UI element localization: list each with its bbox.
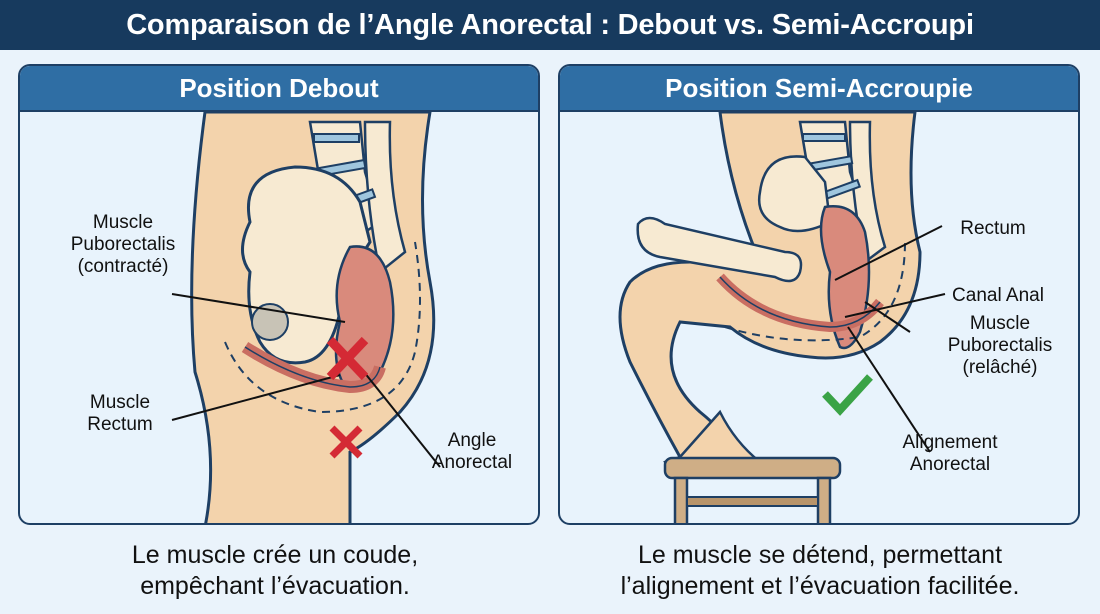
cross-icon bbox=[329, 425, 363, 459]
standing-anatomy-illustration bbox=[171, 112, 441, 523]
panel-semi-squat: Position Semi-Accroupie bbox=[558, 64, 1080, 525]
label-anorectal-angle: Angle Anorectal bbox=[431, 430, 513, 473]
caption-semi-squat: Le muscle se détend, permettant l’aligne… bbox=[620, 541, 1020, 600]
checkmark-icon bbox=[822, 374, 873, 416]
panel-standing: Position Debout bbox=[18, 64, 540, 525]
label-rectum: Rectum bbox=[960, 218, 1026, 239]
panel-header-standing: Position Debout bbox=[20, 66, 538, 112]
caption-standing: Le muscle crée un coude, empêchant l’éva… bbox=[131, 541, 419, 600]
panel-header-semi-squat: Position Semi-Accroupie bbox=[560, 66, 1078, 112]
label-muscle-rectum: Muscle Rectum bbox=[87, 392, 153, 435]
cross-icon bbox=[326, 336, 369, 381]
semi-squat-anatomy-illustration bbox=[618, 112, 946, 523]
label-puborectalis-relaxed: Muscle Puborectalis (relâché) bbox=[947, 313, 1053, 378]
label-anal-canal: Canal Anal bbox=[952, 285, 1044, 306]
stool-icon bbox=[663, 456, 842, 480]
label-puborectalis-contracted: Muscle Puborectalis (contracté) bbox=[70, 212, 176, 277]
page-title: Comparaison de l’Angle Anorectal : Debou… bbox=[0, 0, 1100, 50]
label-anorectal-alignment: Alignement Anorectal bbox=[902, 432, 998, 475]
